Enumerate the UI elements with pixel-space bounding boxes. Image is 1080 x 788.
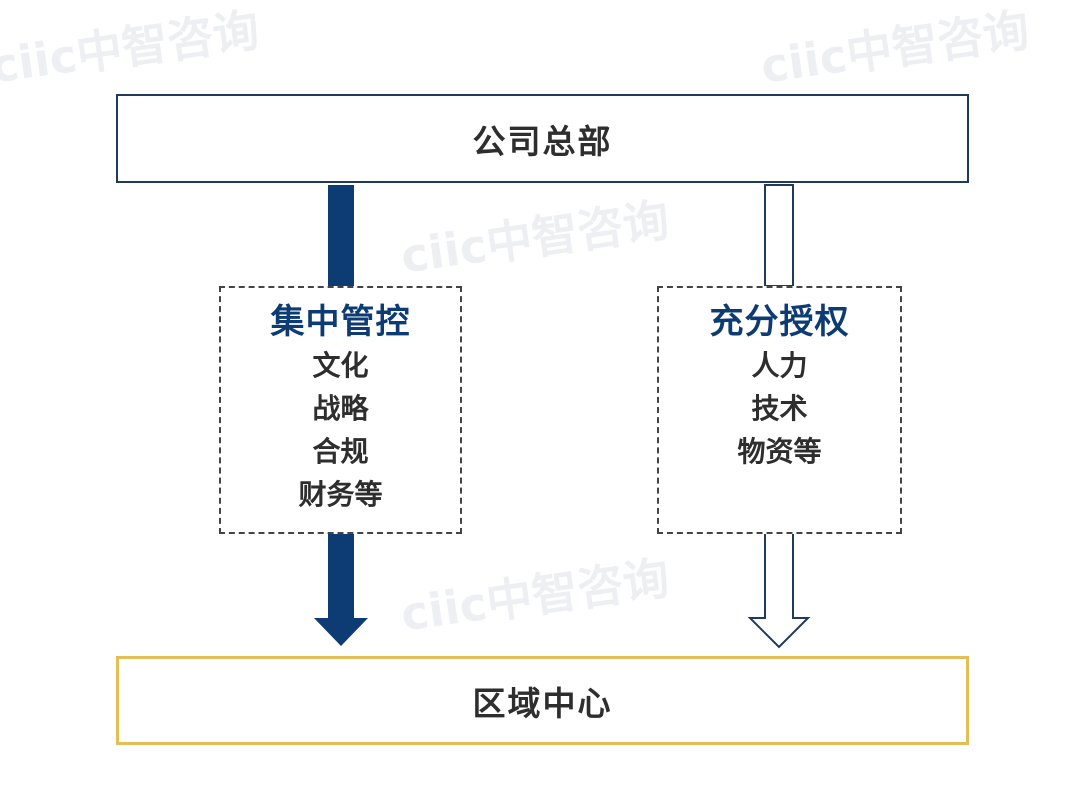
panel-item: 文化 <box>312 349 369 382</box>
panel-item: 人力 <box>751 349 808 382</box>
panel-item: 物资等 <box>737 435 822 468</box>
panel-item: 战略 <box>312 392 369 425</box>
panel-item: 技术 <box>751 392 808 425</box>
panel-title: 集中管控 <box>270 302 411 342</box>
panel-title: 充分授权 <box>709 302 850 342</box>
delegation-panel: 充分授权 人力 技术 物资等 <box>657 286 902 534</box>
solid-arrow <box>314 185 368 646</box>
regional-center-box: 区域中心 <box>116 656 969 745</box>
panel-item: 财务等 <box>298 478 383 511</box>
headquarters-box: 公司总部 <box>116 94 969 183</box>
headquarters-label: 公司总部 <box>472 121 613 161</box>
regional-center-label: 区域中心 <box>472 683 613 723</box>
centralized-control-panel: 集中管控 文化 战略 合规 财务等 <box>219 286 462 534</box>
panel-item: 合规 <box>312 435 369 468</box>
hollow-arrow <box>747 184 811 649</box>
